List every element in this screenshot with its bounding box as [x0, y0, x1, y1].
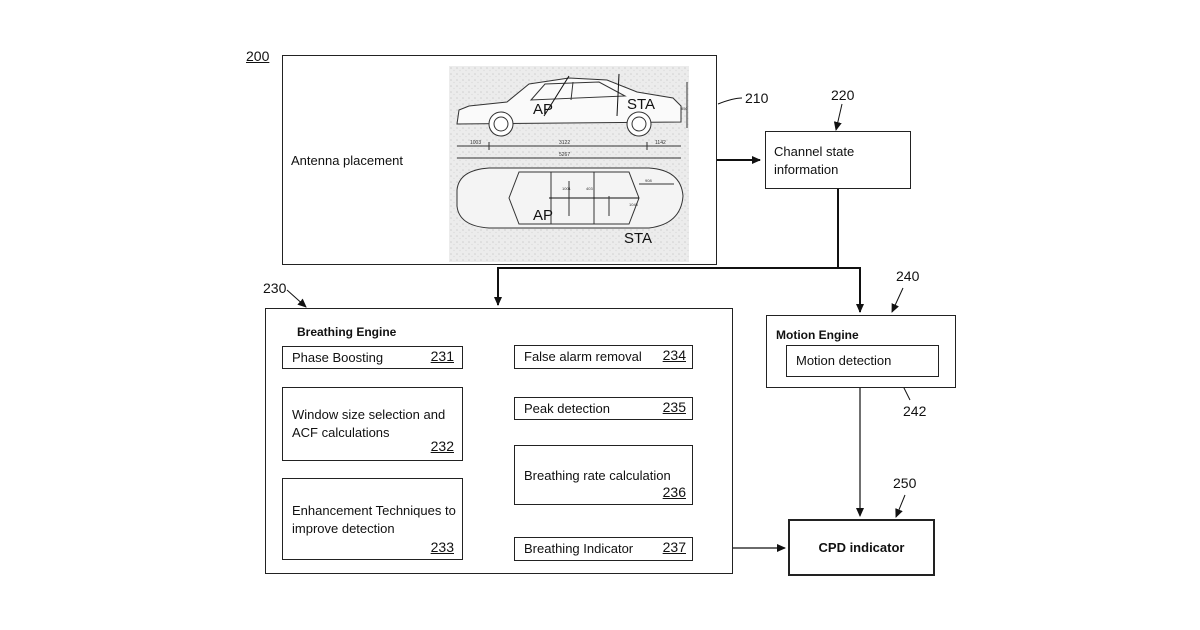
figure-number: 200 [246, 48, 269, 64]
csi-box: Channel state information [765, 131, 911, 189]
block-236-label: Breathing rate calculation [524, 467, 671, 485]
csi-line1: Channel state [774, 143, 854, 161]
block-233-label: Enhancement Techniques to improve detect… [292, 502, 460, 538]
arrow-csi-to-breathing [498, 268, 838, 305]
block-window-acf: Window size selection and ACF calculatio… [282, 387, 463, 461]
dim-front: 1003 [470, 140, 481, 146]
block-234-num: 234 [663, 347, 686, 363]
csi-line2: information [774, 161, 838, 179]
leader-230 [287, 290, 306, 307]
block-235-num: 235 [663, 399, 686, 415]
ref-210: 210 [745, 90, 768, 106]
dim-top-a: 1001 [562, 186, 572, 191]
block-phase-boosting: Phase Boosting 231 [282, 346, 463, 369]
block-breathing-rate: Breathing rate calculation 236 [514, 445, 693, 505]
motion-detection-box: Motion detection [786, 345, 939, 377]
ref-220: 220 [831, 87, 854, 103]
motion-engine-title: Motion Engine [776, 326, 859, 344]
dim-rear: 1142 [655, 140, 666, 146]
sta-label-side: STA [627, 96, 655, 113]
leader-210 [718, 98, 742, 104]
block-237-label: Breathing Indicator [524, 540, 633, 558]
block-236-num: 236 [663, 484, 686, 500]
sta-label-top: STA [624, 230, 652, 247]
ref-230: 230 [263, 280, 286, 296]
block-234-label: False alarm removal [524, 348, 642, 366]
block-232-num: 232 [431, 438, 454, 454]
breathing-engine-title: Breathing Engine [297, 323, 396, 341]
ap-label-top: AP [533, 207, 553, 224]
dim-top-c: 908 [645, 178, 652, 183]
ref-240: 240 [896, 268, 919, 284]
ref-250: 250 [893, 475, 916, 491]
block-231-label: Phase Boosting [292, 349, 383, 367]
ap-label-side: AP [533, 101, 553, 118]
car-top-view [457, 168, 683, 228]
block-enhancement: Enhancement Techniques to improve detect… [282, 478, 463, 560]
motion-engine-box: Motion Engine Motion detection [766, 315, 956, 388]
antenna-placement-box: Antenna placement 1003 3122 1142 5267 85… [282, 55, 717, 265]
leader-220 [836, 104, 842, 130]
dim-top-b: 403 [586, 186, 593, 191]
dim-top-d: 1045 [629, 202, 639, 207]
block-233-num: 233 [431, 539, 454, 555]
leader-240 [892, 288, 903, 312]
ref-242: 242 [903, 403, 926, 419]
cpd-indicator-box: CPD indicator [788, 519, 935, 576]
block-peak-detection: Peak detection 235 [514, 397, 693, 420]
block-false-alarm: False alarm removal 234 [514, 345, 693, 369]
leader-250 [896, 495, 905, 517]
dim-wheelbase: 3122 [559, 140, 570, 146]
block-breathing-indicator: Breathing Indicator 237 [514, 537, 693, 561]
dim-total: 5267 [559, 152, 570, 158]
dim-height: 850 [681, 106, 688, 111]
block-237-num: 237 [663, 539, 686, 555]
arrow-csi-to-motion [838, 268, 860, 312]
block-232-label: Window size selection and ACF calculatio… [292, 406, 460, 442]
block-231-num: 231 [431, 348, 454, 364]
cpd-indicator-label: CPD indicator [790, 539, 933, 557]
antenna-placement-label: Antenna placement [291, 152, 403, 170]
block-235-label: Peak detection [524, 400, 610, 418]
motion-detection-label: Motion detection [796, 352, 891, 370]
